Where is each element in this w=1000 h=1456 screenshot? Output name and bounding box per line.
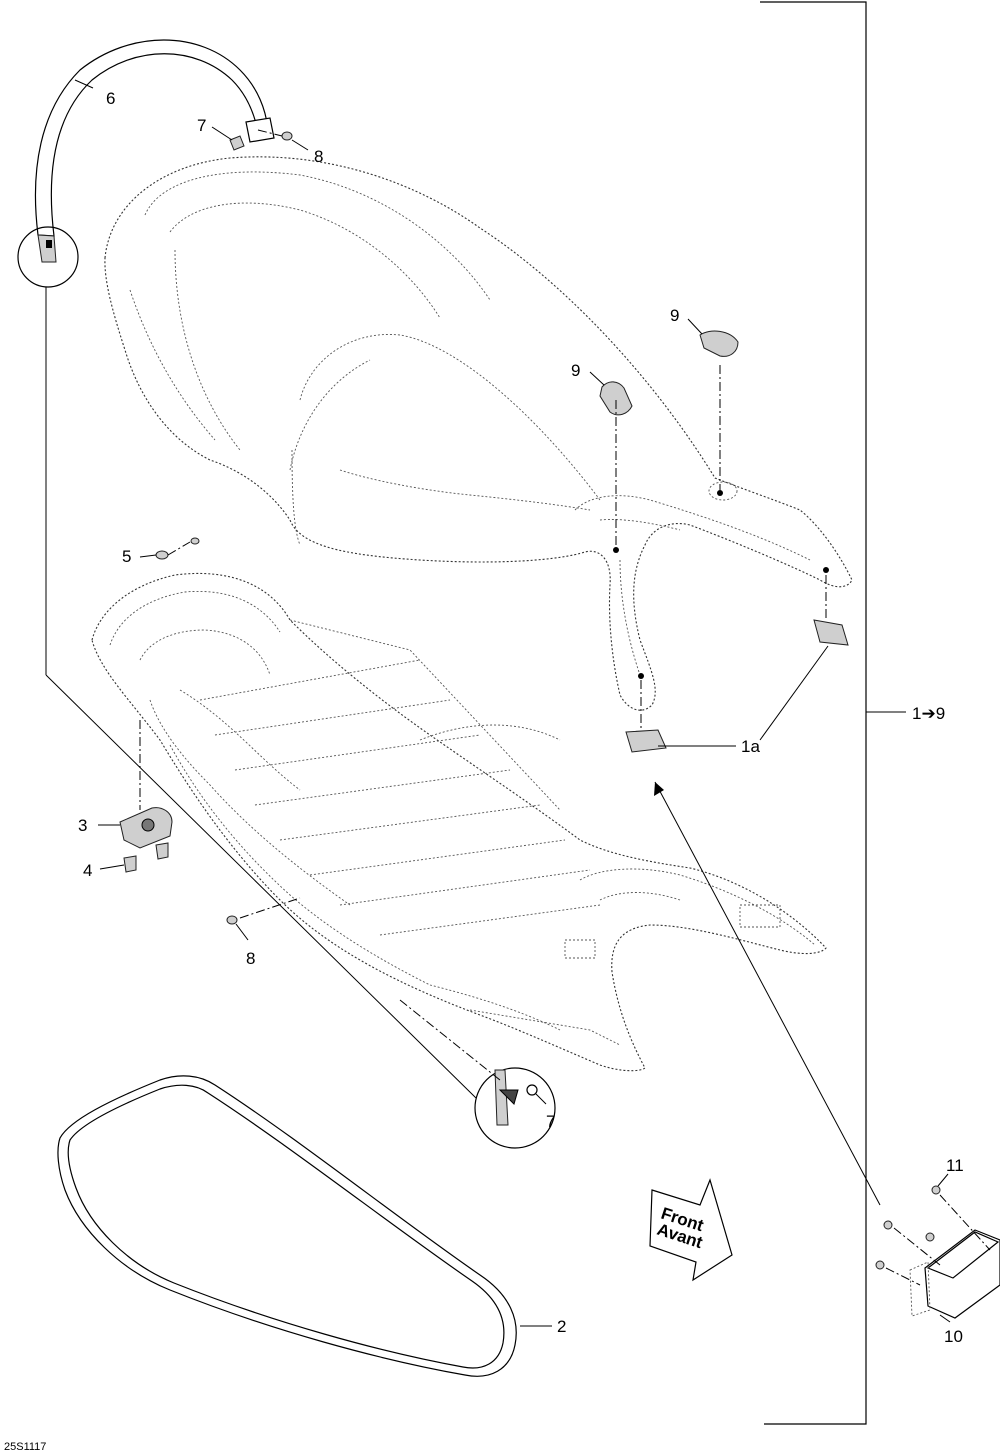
callout-labels: 6 7 8 9 9 5 1➔9 1a 3 4 8 7 11 2 10 25S11…	[4, 89, 964, 1453]
callout-1-range: 1➔9	[912, 704, 945, 723]
callout-8-lower: 8	[246, 949, 255, 968]
seat-base	[91, 572, 827, 1072]
callout-8-top: 8	[314, 147, 323, 166]
callout-4: 4	[83, 861, 92, 880]
assembly-axis-lines	[139, 129, 991, 1286]
washer	[226, 915, 238, 925]
callout-9-right: 9	[670, 306, 679, 325]
rubber-pad-left	[625, 729, 667, 753]
detail-magnifier-circle	[17, 226, 556, 1149]
callout-11: 11	[946, 1156, 964, 1175]
callout-9-left: 9	[571, 361, 580, 380]
storage-box	[875, 1185, 1000, 1319]
callout-7-detail: 7	[546, 1112, 555, 1131]
seat-cover	[104, 156, 853, 711]
rubber-pad-right	[813, 619, 849, 646]
strap-bolt	[229, 131, 293, 151]
callout-1a: 1a	[741, 737, 760, 756]
drawing-code: 25S1117	[4, 1441, 46, 1453]
callout-3: 3	[78, 816, 87, 835]
assembly-bracket	[760, 1, 906, 1425]
callout-6: 6	[106, 89, 115, 108]
grab-handle-left	[599, 381, 633, 416]
grab-handle-right	[699, 330, 739, 357]
front-direction-arrow-icon: Front Avant	[649, 1178, 733, 1282]
seal-gasket	[57, 1075, 517, 1377]
callout-10: 10	[944, 1327, 963, 1346]
strap	[34, 39, 275, 263]
nut	[155, 537, 200, 560]
callout-2: 2	[557, 1317, 566, 1336]
callout-7-top: 7	[197, 116, 206, 135]
leader-lines	[74, 79, 951, 1327]
callout-5: 5	[122, 547, 131, 566]
latch-screws	[123, 842, 169, 873]
